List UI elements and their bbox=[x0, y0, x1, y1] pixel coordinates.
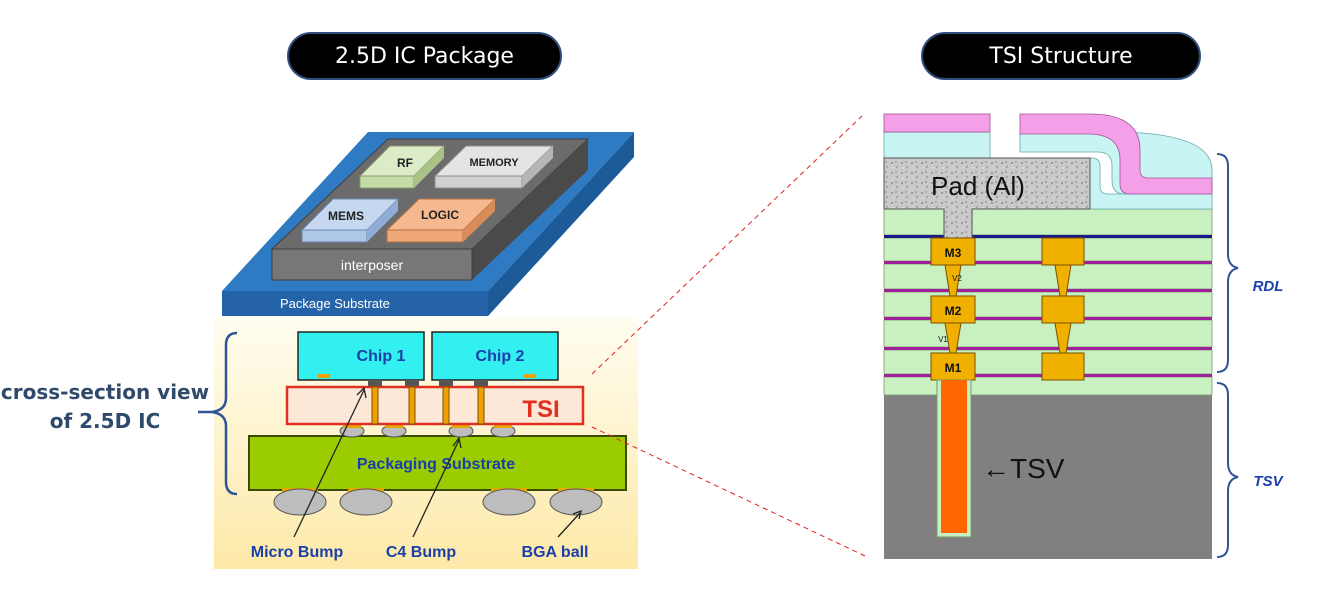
logic-chip-label: LOGIC bbox=[421, 208, 459, 222]
tsi-structure: Pad (Al) M3 V2 M2 V1 M1 ←TSV RDL T bbox=[883, 113, 1285, 559]
packaging-substrate-label: Packaging Substrate bbox=[357, 456, 515, 473]
polyimide-right bbox=[1019, 113, 1213, 195]
m1-block bbox=[930, 352, 976, 381]
chip-1-label: Chip 1 bbox=[357, 348, 406, 365]
rdl-brace bbox=[1216, 153, 1239, 373]
polyimide-left bbox=[883, 113, 991, 133]
tsv-via bbox=[941, 380, 967, 533]
c4-bumps bbox=[339, 424, 516, 438]
micro-bumps bbox=[368, 381, 488, 386]
mems-chip-front bbox=[301, 229, 368, 243]
interposer-side bbox=[472, 139, 588, 280]
cross-section: Packaging Substrate TSI bbox=[198, 318, 638, 569]
passivation-dark-line bbox=[884, 235, 1212, 238]
package-substrate-front bbox=[222, 291, 488, 316]
left-title-pill: 2.5D IC Package bbox=[287, 32, 562, 80]
package-substrate-label: Package Substrate bbox=[280, 296, 390, 311]
chip-1 bbox=[297, 331, 425, 381]
callout-arrows bbox=[293, 386, 582, 538]
tsi-label: TSI bbox=[522, 396, 559, 423]
logic-chip-side bbox=[463, 199, 495, 242]
metal-stack-right bbox=[1041, 237, 1085, 381]
bga-ball-label: BGA ball bbox=[522, 544, 589, 561]
al-pad-label: Pad (Al) bbox=[931, 171, 1025, 201]
chip-2 bbox=[431, 331, 559, 381]
m2-label: M2 bbox=[945, 304, 962, 318]
left-title: 2.5D IC Package bbox=[335, 43, 514, 69]
chip-pads bbox=[318, 374, 536, 378]
right-title-pill: TSI Structure bbox=[921, 32, 1201, 80]
bga-balls bbox=[273, 488, 603, 516]
tsv-brace bbox=[1216, 382, 1239, 558]
memory-chip-label: MEMORY bbox=[469, 157, 519, 169]
right-title: TSI Structure bbox=[989, 43, 1133, 69]
oxide-layer-5 bbox=[883, 263, 1213, 290]
chip-2-label: Chip 2 bbox=[476, 348, 525, 365]
tsi-vias bbox=[371, 386, 485, 425]
rf-chip-label: RF bbox=[397, 156, 413, 170]
tsi-interposer bbox=[285, 385, 585, 426]
c4-bump-label: C4 Bump bbox=[386, 544, 456, 561]
cross-section-side-label: cross-section view of 2.5D IC bbox=[0, 380, 210, 433]
rf-chip-side bbox=[414, 146, 444, 188]
micro-bump-label: Micro Bump bbox=[251, 544, 344, 561]
rf-chip-front bbox=[359, 175, 415, 189]
mems-chip-label: MEMS bbox=[328, 209, 364, 223]
interposer-front bbox=[271, 248, 473, 281]
m1-label: M1 bbox=[945, 361, 962, 375]
package-3d: Package Substrate interposer RF MEMORY M… bbox=[222, 132, 634, 316]
package-substrate-side bbox=[488, 132, 634, 316]
tsv-side-label: TSV bbox=[1253, 473, 1284, 490]
metal-stack-left bbox=[930, 237, 976, 381]
interposer-label: interposer bbox=[341, 257, 404, 273]
memory-chip-side bbox=[522, 146, 553, 188]
logic-chip-front bbox=[386, 229, 464, 243]
tsv-arrow-label: ←TSV bbox=[982, 453, 1065, 484]
packaging-substrate bbox=[248, 435, 627, 491]
oxide-layer-7 bbox=[883, 208, 1213, 236]
rdl-label: RDL bbox=[1253, 278, 1284, 295]
memory-chip-front bbox=[434, 175, 523, 189]
m2-block bbox=[930, 295, 976, 324]
v1-label: V1 bbox=[938, 335, 948, 344]
mems-chip-side bbox=[367, 199, 398, 242]
oxide-layer-3 bbox=[883, 319, 1213, 348]
v2-label: V2 bbox=[952, 274, 962, 283]
m3-label: M3 bbox=[945, 246, 962, 260]
